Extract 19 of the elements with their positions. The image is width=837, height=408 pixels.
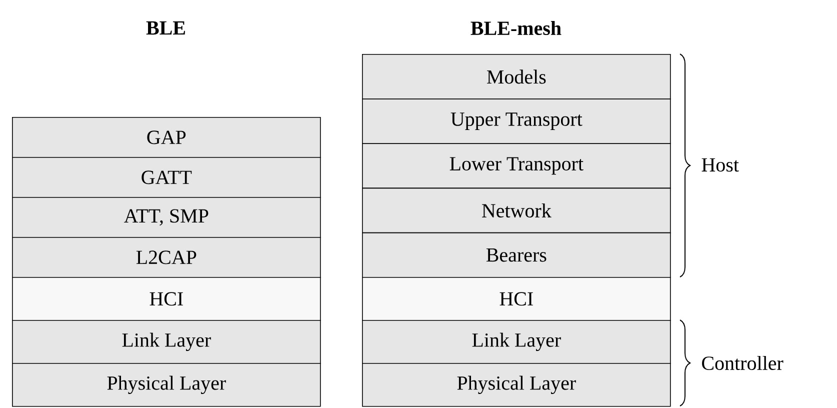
layer-box: GAP xyxy=(12,117,321,158)
layer-box: ATT, SMP xyxy=(12,197,321,238)
layer-box: Link Layer xyxy=(12,320,321,364)
layer-box: L2CAP xyxy=(12,237,321,278)
heading: BLE xyxy=(146,21,185,35)
layer-box: Lower Transport xyxy=(362,143,671,189)
layer-box: Physical Layer xyxy=(362,363,671,407)
layer-box: Upper Transport xyxy=(362,98,671,144)
layer-box: Link Layer xyxy=(362,320,671,364)
layer-box: Models xyxy=(362,54,671,100)
layer-box: HCI xyxy=(362,277,671,321)
layer-box: Network xyxy=(362,188,671,234)
layer-box: HCI xyxy=(12,277,321,321)
brace-label: Host xyxy=(702,158,739,172)
layer-box: Bearers xyxy=(362,232,671,278)
layer-box: Physical Layer xyxy=(12,363,321,407)
layer-box: GATT xyxy=(12,157,321,198)
brace-label: Controller xyxy=(702,356,784,370)
heading: BLE-mesh xyxy=(470,20,562,36)
